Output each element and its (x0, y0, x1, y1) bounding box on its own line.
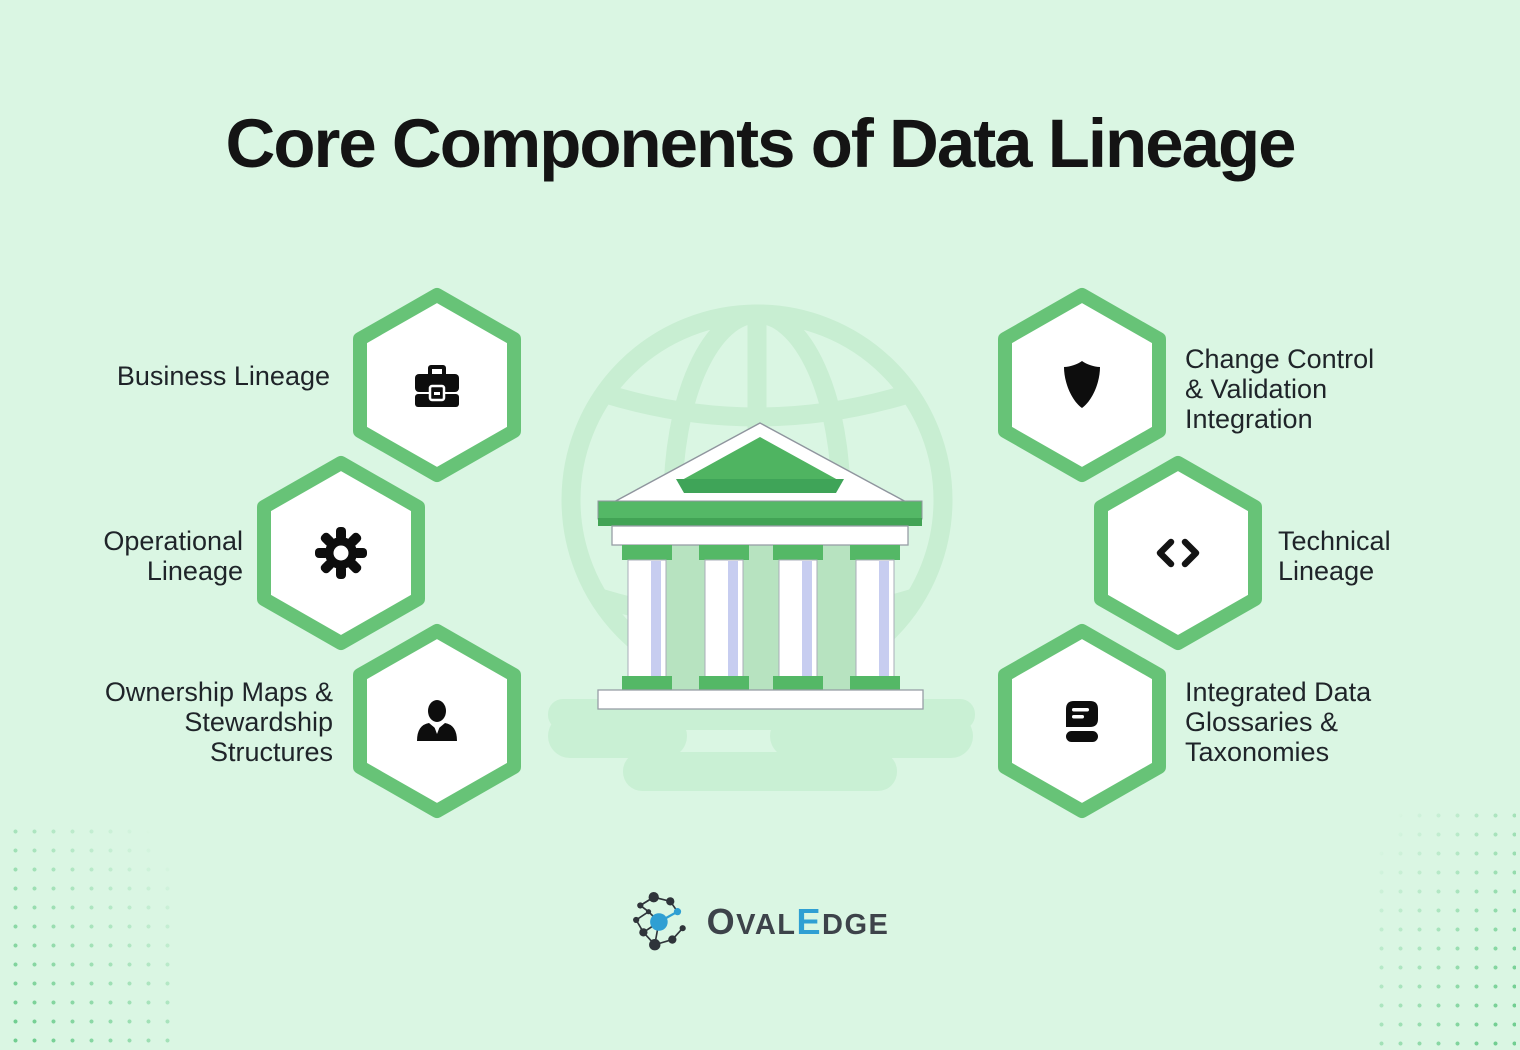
label-operational-lineage: Operational Lineage (103, 526, 243, 586)
shield-icon (1064, 361, 1100, 408)
label-line: Technical (1278, 526, 1391, 556)
component-integrated-glossaries (992, 622, 1172, 820)
bank-building (597, 422, 924, 710)
label-line: Business Lineage (116, 361, 330, 391)
component-operational-lineage (251, 454, 431, 652)
logo-letters: DGE (822, 909, 890, 941)
ovaledge-logo-icon (632, 892, 686, 951)
label-line: Taxonomies (1185, 737, 1330, 767)
ovaledge-logo-text: O VAL E DGE (707, 901, 890, 943)
label-business-lineage: Business Lineage (117, 361, 330, 391)
page-title: Core Components of Data Lineage (225, 105, 1297, 182)
label-line: Glossaries & (1185, 707, 1339, 737)
component-ownership-maps (347, 622, 527, 820)
book-icon (1066, 701, 1098, 742)
gear-icon (315, 527, 367, 579)
hexagon-badge (1094, 456, 1262, 650)
ovaledge-logo: O VAL E DGE (0, 886, 1520, 958)
dot-pattern-bottom-left (6, 822, 178, 1046)
label-line: & Validation (1185, 374, 1328, 404)
label-line: Structures (209, 737, 333, 767)
code-icon (1156, 538, 1200, 568)
logo-letters: VAL (736, 909, 797, 941)
component-technical-lineage (1088, 454, 1268, 652)
label-line: Ownership Maps & (104, 677, 333, 707)
label-integrated-glossaries: Integrated Data Glossaries & Taxonomies (1185, 677, 1371, 767)
label-line: Integrated Data (1185, 677, 1372, 707)
label-line: Lineage (146, 556, 243, 586)
bank-globe-illustration (548, 304, 975, 791)
ground-blobs (548, 699, 975, 791)
label-line: Stewardship (184, 707, 333, 737)
component-business-lineage (347, 286, 527, 484)
label-line: Lineage (1278, 556, 1375, 586)
person-icon (417, 700, 457, 741)
label-technical-lineage: Technical Lineage (1278, 526, 1391, 586)
label-ownership-maps: Ownership Maps & Stewardship Structures (105, 677, 333, 767)
component-change-control (992, 286, 1172, 484)
logo-letter-accent: E (796, 901, 823, 942)
label-change-control: Change Control & Validation Integration (1185, 344, 1374, 434)
logo-letter: O (706, 901, 737, 942)
dot-pattern-bottom-right (1372, 806, 1516, 1046)
label-line: Change Control (1185, 344, 1375, 374)
briefcase-icon (415, 365, 459, 407)
label-line: Integration (1185, 404, 1313, 434)
label-line: Operational (103, 526, 243, 556)
